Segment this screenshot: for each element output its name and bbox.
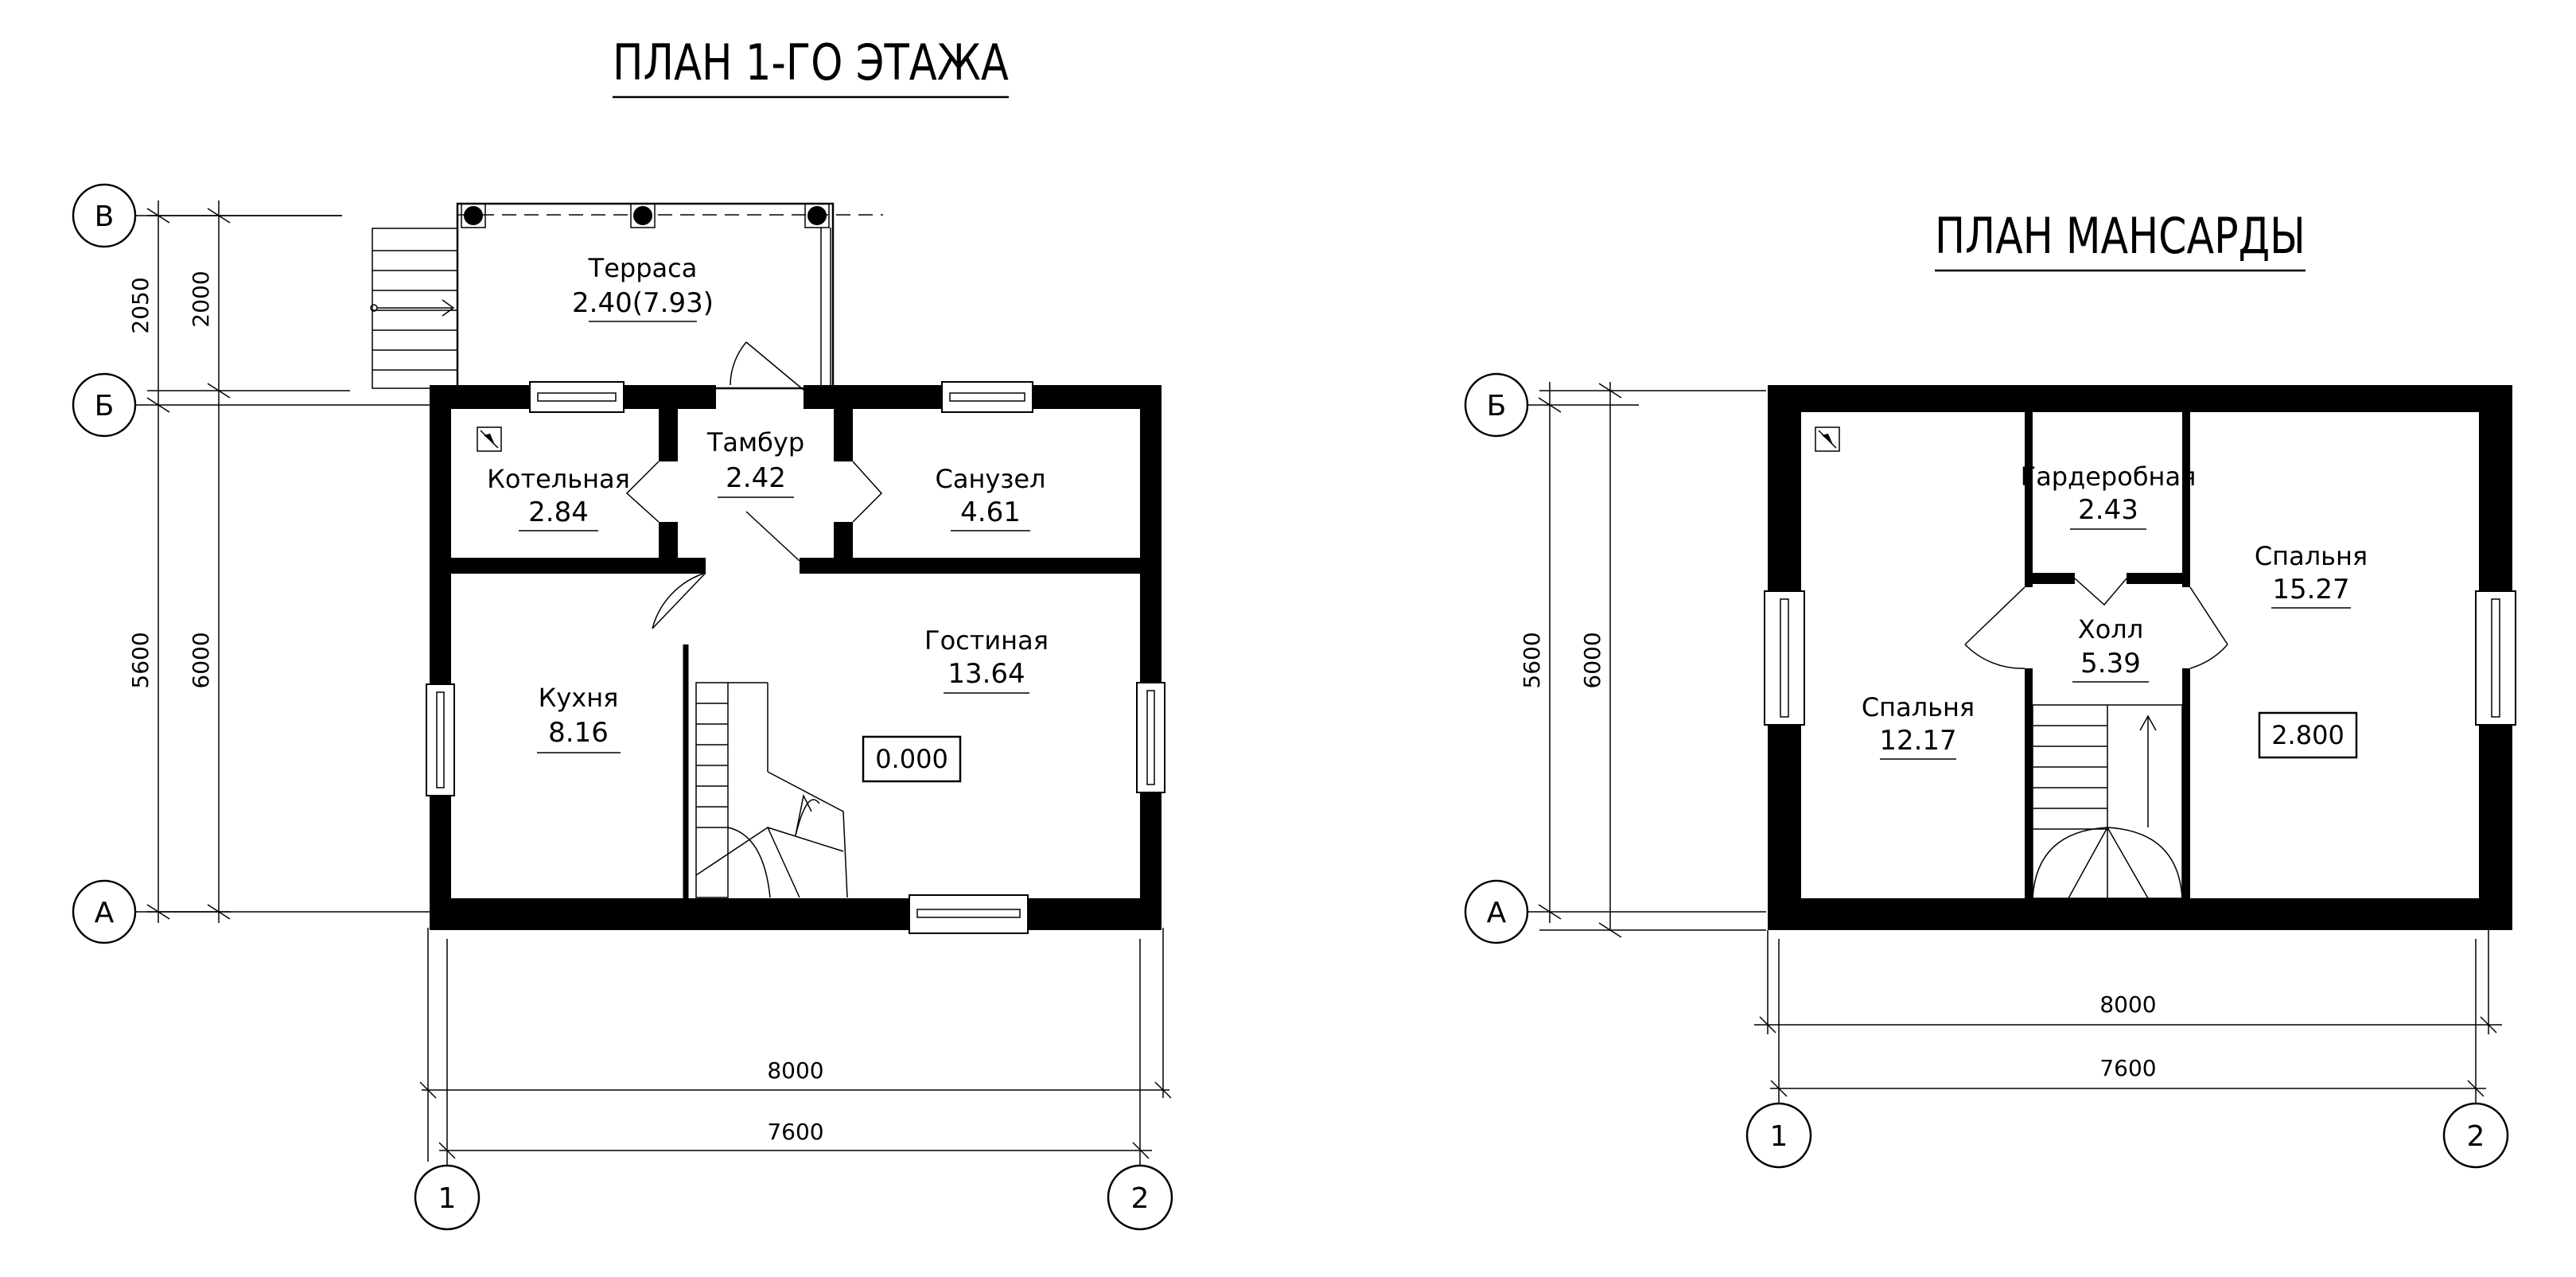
svg-text:2.40(7.93): 2.40(7.93): [572, 287, 714, 319]
svg-text:2: 2: [2467, 1120, 2485, 1153]
title-attic: ПЛАН МАНСАРДЫ: [1935, 208, 2306, 272]
attic-plan: Б А 1 2 5600 6000: [1464, 372, 2516, 1169]
first-floor-doors: [625, 341, 883, 629]
attic-windows: [1764, 590, 2516, 726]
first-floor-walls: [430, 385, 1162, 930]
axis-2-attic: 2: [2442, 939, 2509, 1169]
svg-text:5600: 5600: [127, 632, 154, 688]
svg-text:Холл: Холл: [2078, 614, 2143, 644]
svg-text:2050: 2050: [127, 277, 154, 333]
svg-text:8000: 8000: [767, 1057, 823, 1084]
room-vestibule: Тамбур 2.42: [706, 427, 804, 498]
axis-2-first: 2: [1107, 939, 1173, 1231]
svg-text:Б: Б: [95, 390, 115, 422]
chimney-icon: [1815, 426, 1840, 452]
room-hall: Холл 5.39: [2072, 614, 2149, 683]
boiler-icon: [477, 426, 502, 452]
dims-bottom-first: 8000 7600: [419, 928, 1172, 1162]
svg-text:2.84: 2.84: [528, 496, 589, 528]
svg-text:2.42: 2.42: [726, 462, 786, 494]
svg-text:2.800: 2.800: [2271, 720, 2344, 750]
title-first-floor: ПЛАН 1-ГО ЭТАЖА: [613, 34, 1009, 99]
attic-staircase: [2032, 704, 2183, 899]
level-mark-attic: 2.800: [2258, 711, 2358, 759]
svg-text:А: А: [95, 897, 115, 929]
svg-text:1: 1: [438, 1182, 457, 1215]
room-bathroom: Санузел 4.61: [936, 464, 1046, 531]
svg-text:5.39: 5.39: [2080, 648, 2141, 679]
room-wardrobe: Гардеробная 2.43: [2021, 461, 2197, 530]
room-kitchen: Кухня 8.16: [537, 683, 621, 753]
svg-text:8.16: 8.16: [548, 717, 609, 749]
svg-text:1: 1: [1770, 1120, 1788, 1153]
level-mark-first: 0.000: [862, 735, 962, 783]
svg-text:Гардеробная: Гардеробная: [2021, 461, 2197, 492]
svg-text:4.61: 4.61: [960, 496, 1021, 528]
svg-text:Санузел: Санузел: [936, 464, 1046, 494]
dims-left-first: 2050 2000 5600 6000: [127, 201, 350, 923]
svg-text:А: А: [1487, 897, 1507, 929]
axis-b-attic: Б: [1464, 372, 1639, 438]
terrace-steps: [370, 228, 458, 389]
room-bedroom-right: Спальня 15.27: [2255, 541, 2368, 609]
attic-doors: [1964, 578, 2228, 669]
svg-text:2: 2: [1131, 1182, 1150, 1215]
svg-text:7600: 7600: [767, 1119, 823, 1145]
svg-text:15.27: 15.27: [2272, 574, 2349, 605]
title-first-floor-text: ПЛАН 1-ГО ЭТАЖА: [613, 34, 1009, 91]
room-living: Гостиная 13.64: [924, 625, 1049, 694]
svg-text:Терраса: Терраса: [588, 253, 698, 283]
first-floor-plan: В Б А 1 2: [72, 183, 1173, 1231]
svg-text:8000: 8000: [2099, 991, 2156, 1018]
svg-text:В: В: [95, 201, 115, 233]
axis-b-first: Б: [72, 372, 430, 438]
axis-a-attic: А: [1464, 879, 1766, 944]
svg-text:7600: 7600: [2099, 1055, 2156, 1081]
svg-text:Спальня: Спальня: [2255, 541, 2368, 571]
room-bedroom-left: Спальня 12.17: [1862, 692, 1975, 760]
svg-text:Кухня: Кухня: [539, 683, 619, 713]
first-floor-staircase: [695, 682, 848, 898]
svg-text:2000: 2000: [188, 271, 214, 327]
svg-text:Котельная: Котельная: [487, 464, 630, 494]
title-attic-text: ПЛАН МАНСАРДЫ: [1935, 208, 2306, 265]
svg-text:6000: 6000: [1579, 632, 1605, 688]
svg-text:6000: 6000: [188, 632, 214, 688]
svg-text:5600: 5600: [1519, 632, 1545, 688]
axis-1-first: 1: [414, 939, 481, 1231]
svg-text:Тамбур: Тамбур: [706, 427, 804, 457]
svg-text:Спальня: Спальня: [1862, 692, 1975, 722]
svg-text:13.64: 13.64: [948, 658, 1025, 690]
axis-a-first: А: [72, 879, 430, 944]
dims-bottom-attic: 8000 7600: [1754, 930, 2502, 1097]
svg-text:0.000: 0.000: [875, 744, 948, 774]
svg-text:Гостиная: Гостиная: [924, 625, 1049, 656]
svg-text:2.43: 2.43: [2078, 494, 2138, 526]
room-boiler: Котельная 2.84: [487, 464, 630, 531]
svg-text:Б: Б: [1487, 390, 1507, 422]
dims-left-attic: 5600 6000: [1519, 382, 1766, 938]
svg-text:12.17: 12.17: [1879, 725, 1956, 757]
room-terrace: Терраса 2.40(7.93): [572, 253, 714, 322]
first-floor-windows: [426, 381, 1165, 934]
axis-1-attic: 1: [1745, 939, 1812, 1169]
